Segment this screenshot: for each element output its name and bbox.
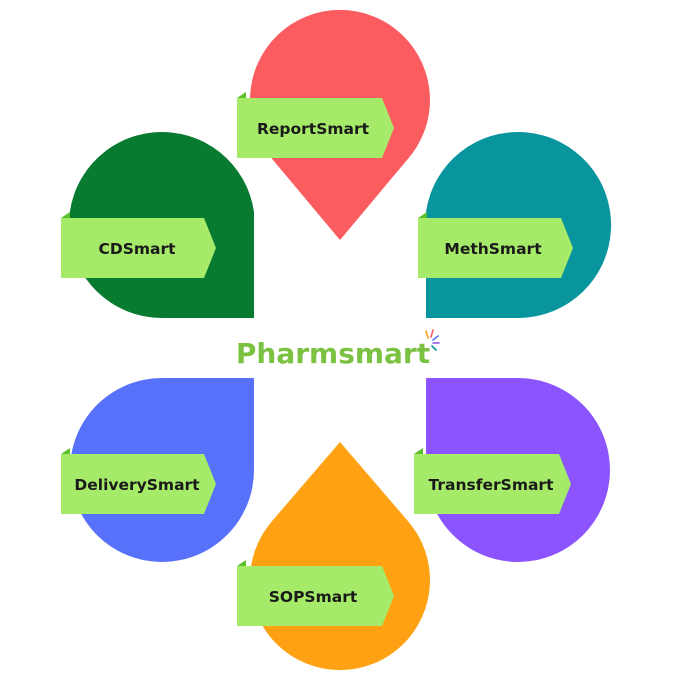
label-reportsmart[interactable]: ReportSmart: [237, 92, 394, 158]
label-cdsmart[interactable]: CDSmart: [61, 212, 216, 278]
label-text: ReportSmart: [257, 120, 370, 138]
sparkle-icon: [425, 329, 440, 351]
petal-sopsmart: [249, 442, 430, 671]
label-text: CDSmart: [98, 240, 176, 258]
label-methsmart[interactable]: MethSmart: [418, 212, 573, 278]
brand-name: Pharmsmart: [236, 337, 430, 370]
label-deliverysmart[interactable]: DeliverySmart: [61, 448, 216, 514]
pharmsmart-logo: Pharmsmart: [236, 329, 440, 370]
label-sopsmart[interactable]: SOPSmart: [237, 560, 394, 626]
label-transfersmart[interactable]: TransferSmart: [414, 448, 571, 514]
label-text: TransferSmart: [429, 476, 555, 494]
label-text: SOPSmart: [269, 588, 358, 606]
label-text: DeliverySmart: [74, 476, 200, 494]
label-text: MethSmart: [444, 240, 542, 258]
